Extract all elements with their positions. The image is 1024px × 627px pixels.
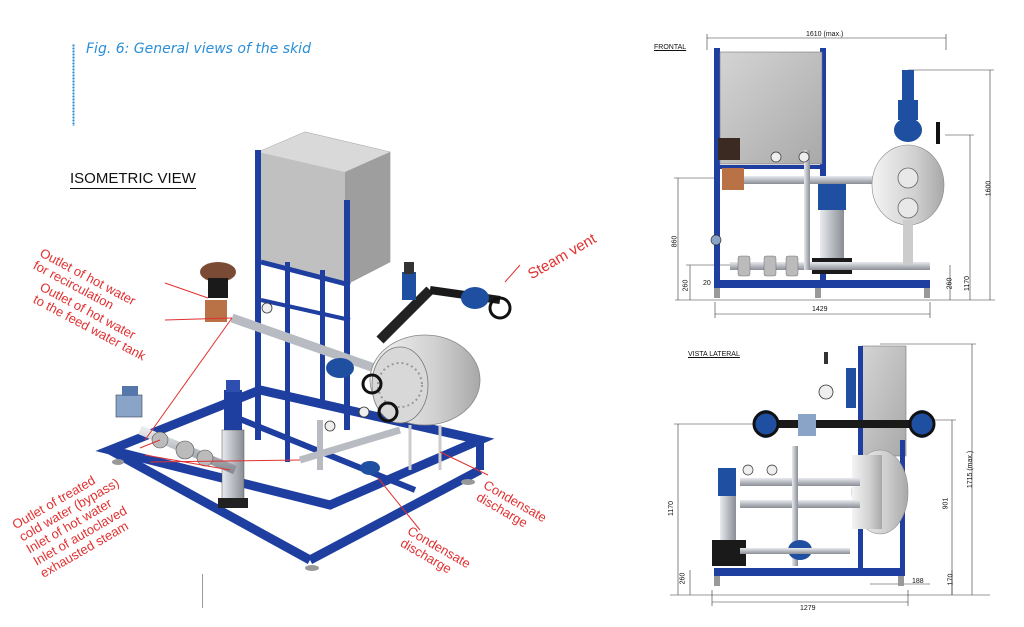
dim-frontal-height-right: 1170 xyxy=(964,275,972,292)
dim-frontal-width-top: 1610 (max.) xyxy=(806,31,844,38)
callout-leaders xyxy=(139,264,521,531)
dim-frontal-small: 20 xyxy=(703,280,711,287)
dim-lateral-offset: 188 xyxy=(912,578,924,585)
isometric-view-title: ISOMETRIC VIEW xyxy=(70,170,196,189)
dim-lateral-width-bottom: 1279 xyxy=(800,605,816,612)
lateral-title: VISTA LATERAL xyxy=(688,351,740,358)
isometric-skid xyxy=(95,131,512,571)
dim-frontal-height-left: 860 xyxy=(671,235,679,248)
dim-lateral-height-total: 1715 (max.) xyxy=(967,450,975,489)
frontal-title: FRONTAL xyxy=(654,44,687,51)
dim-lateral-base-right: 170 xyxy=(947,573,955,586)
dim-lateral-base-left: 260 xyxy=(679,572,687,585)
lateral-view xyxy=(670,343,990,606)
figure-caption: Fig. 6: General views of the skid xyxy=(86,41,311,57)
dim-frontal-base-left: 260 xyxy=(682,279,690,292)
caption-dotted-rule xyxy=(72,44,75,126)
dim-frontal-width-bottom: 1429 xyxy=(812,306,828,313)
dim-frontal-base-right: 260 xyxy=(946,277,954,290)
dim-lateral-height-left: 1170 xyxy=(668,500,676,517)
dim-frontal-height-total: 1600 xyxy=(985,180,993,197)
divider-line xyxy=(202,574,203,608)
frontal-view xyxy=(674,34,995,318)
dim-lateral-height-mid: 901 xyxy=(942,497,950,510)
